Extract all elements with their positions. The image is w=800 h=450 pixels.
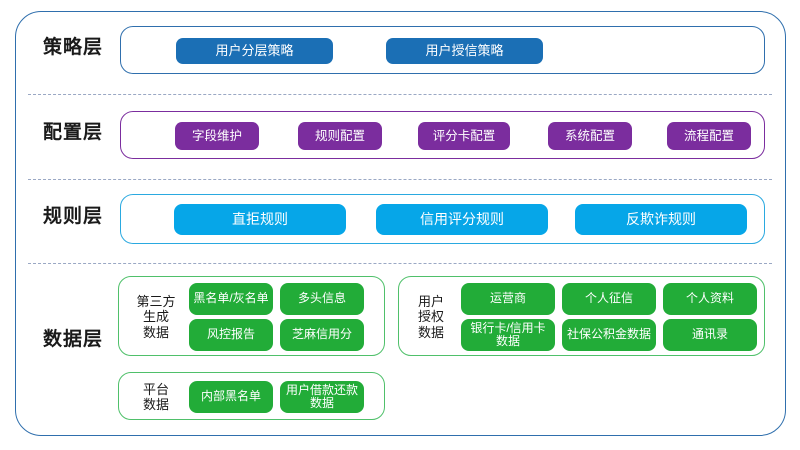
label-line-3: 数据 [142, 324, 169, 340]
data-item-blacklist-greylist[interactable]: 黑名单/灰名单 [189, 283, 273, 315]
strategy-item-user-tiering[interactable]: 用户分层策略 [176, 38, 333, 64]
layer-label-config: 配置层 [42, 122, 103, 143]
config-item-process-config[interactable]: 流程配置 [667, 122, 751, 150]
separator-strategy-config [28, 94, 772, 95]
config-layer-container: 字段维护 规则配置 评分卡配置 系统配置 流程配置 [120, 111, 765, 159]
data-item-social-security-fund-data[interactable]: 社保公积金数据 [562, 319, 656, 351]
rule-item-direct-reject[interactable]: 直拒规则 [174, 204, 346, 235]
separator-rule-data [28, 263, 772, 264]
layer-label-data: 数据层 [42, 329, 103, 350]
data-item-user-loan-repayment-data[interactable]: 用户借款还款数据 [280, 381, 364, 413]
data-group-third-party: 第三方 生成 数据 黑名单/灰名单 多头信息 风控报告 芝麻信用分 [118, 276, 385, 356]
data-group-platform: 平台 数据 内部黑名单 用户借款还款数据 [118, 372, 385, 420]
label-line-3: 数据 [417, 324, 444, 340]
config-item-scorecard-config[interactable]: 评分卡配置 [418, 122, 510, 150]
data-item-bank-credit-card-data[interactable]: 银行卡/信用卡数据 [461, 319, 555, 351]
label-line-1: 第三方 [136, 294, 176, 309]
layer-label-rule: 规则层 [42, 206, 103, 227]
data-item-personal-credit[interactable]: 个人征信 [562, 283, 656, 315]
label-line-1: 用户 [417, 294, 444, 309]
layer-label-strategy: 策略层 [42, 37, 103, 58]
config-item-system-config[interactable]: 系统配置 [548, 122, 632, 150]
strategy-item-user-credit[interactable]: 用户授信策略 [386, 38, 543, 64]
label-line-2: 授权 [417, 309, 444, 325]
rule-item-credit-score[interactable]: 信用评分规则 [376, 204, 548, 235]
data-item-zhima-credit-score[interactable]: 芝麻信用分 [280, 319, 364, 351]
data-group-user-authorized-label: 用户 授权 数据 [405, 285, 457, 349]
config-item-field-maintenance[interactable]: 字段维护 [175, 122, 259, 150]
strategy-layer-container: 用户分层策略 用户授信策略 [120, 26, 765, 74]
rule-item-anti-fraud[interactable]: 反欺诈规则 [575, 204, 747, 235]
data-item-risk-report[interactable]: 风控报告 [189, 319, 273, 351]
data-item-multi-loan-info[interactable]: 多头信息 [280, 283, 364, 315]
label-line-1: 平台 [142, 381, 169, 397]
data-group-platform-label: 平台 数据 [127, 380, 185, 414]
data-item-contacts[interactable]: 通讯录 [663, 319, 757, 351]
data-item-telecom-operator[interactable]: 运营商 [461, 283, 555, 315]
data-group-third-party-label: 第三方 生成 数据 [127, 285, 185, 349]
config-item-rule-config[interactable]: 规则配置 [298, 122, 382, 150]
data-item-personal-profile[interactable]: 个人资料 [663, 283, 757, 315]
data-group-user-authorized: 用户 授权 数据 运营商 个人征信 个人资料 银行卡/信用卡数据 社保公积金数据… [398, 276, 765, 356]
data-item-internal-blacklist[interactable]: 内部黑名单 [189, 381, 273, 413]
rule-layer-container: 直拒规则 信用评分规则 反欺诈规则 [120, 194, 765, 244]
separator-config-rule [28, 179, 772, 180]
label-line-2: 生成 [142, 309, 169, 325]
label-line-2: 数据 [142, 397, 169, 412]
